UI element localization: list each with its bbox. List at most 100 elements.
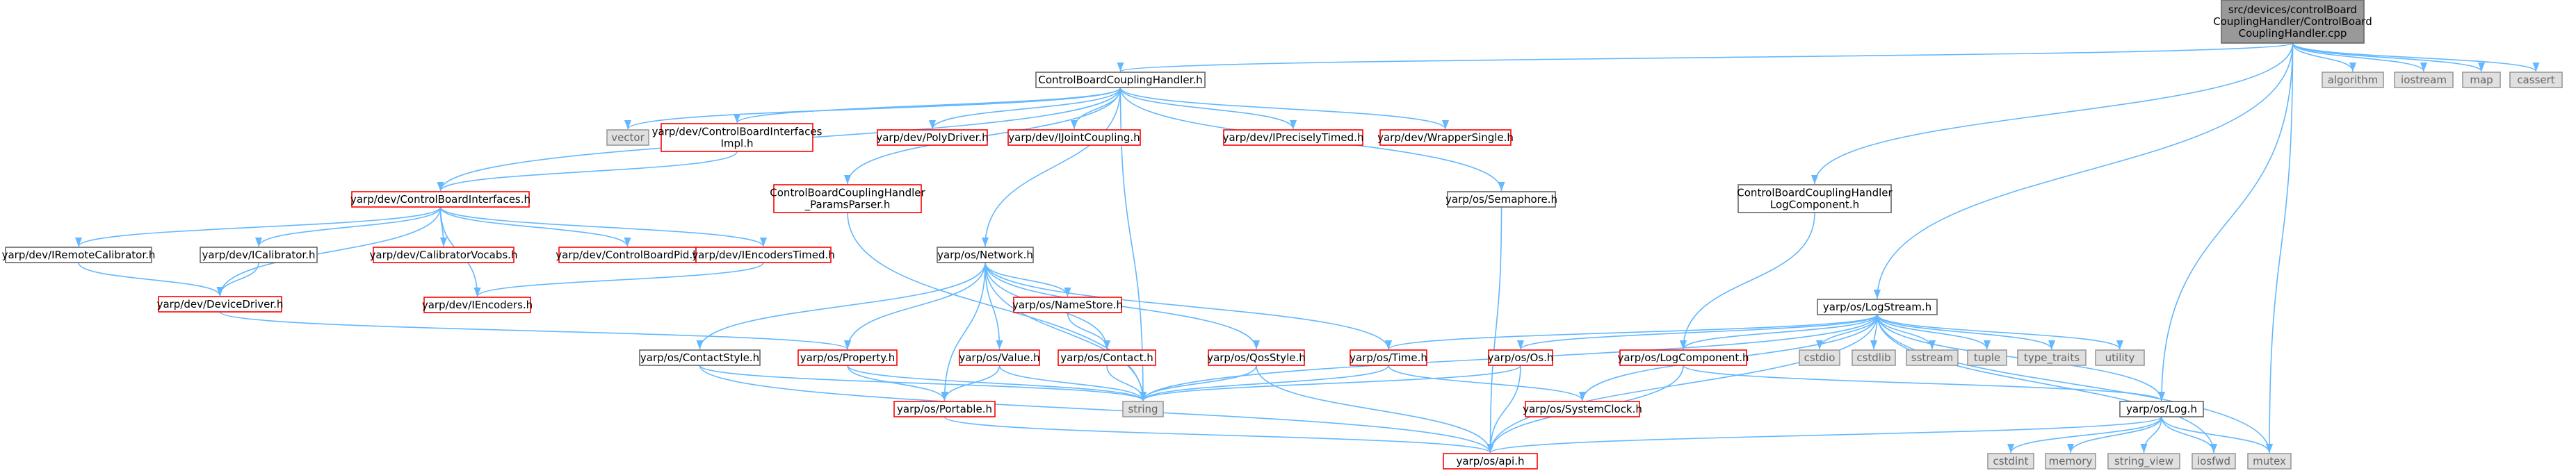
- node-time[interactable]: yarp/os/Time.h: [1350, 349, 1427, 366]
- edge-logcomp_h-to-logcomponent: [1679, 212, 1815, 350]
- node-label: yarp/os/api.h: [1456, 455, 1524, 467]
- edge-logstream-to-logcomponent: [1680, 314, 1878, 350]
- node-string: string: [1122, 401, 1164, 417]
- node-calibvocabs[interactable]: yarp/dev/CalibratorVocabs.h: [370, 247, 518, 263]
- node-label: string: [1128, 403, 1158, 415]
- node-cbpid[interactable]: yarp/dev/ControlBoardPid.h: [556, 247, 699, 263]
- edge-cbi-to-cbpid: [439, 206, 631, 247]
- node-label: cassert: [2517, 74, 2554, 86]
- node-box: [2119, 401, 2204, 417]
- node-map: map: [2462, 72, 2501, 88]
- node-box: [1223, 129, 1363, 146]
- node-box: [1447, 191, 1556, 208]
- node-label: yarp/os/NameStore.h: [1012, 299, 1123, 311]
- edge-cbiimpl-to-cbi: [437, 151, 738, 192]
- edge-logstream-to-type_traits: [1877, 314, 2055, 350]
- node-logcomp_h[interactable]: ControlBoardCouplingHandlerLogComponent.…: [1737, 184, 1893, 213]
- edge-root-to-iostream: [2292, 42, 2427, 72]
- node-box: [606, 129, 649, 146]
- node-box: [2192, 453, 2236, 470]
- node-api[interactable]: yarp/os/api.h: [1443, 453, 1538, 470]
- node-label: string_view: [2114, 455, 2173, 468]
- edge-network-to-string: [985, 262, 1147, 401]
- node-label: yarp/os/Contact.h: [1060, 351, 1153, 364]
- node-iostream: iostream: [2394, 72, 2454, 88]
- edge-root-to-logstream: [1873, 42, 2294, 299]
- node-memory: memory: [2045, 453, 2096, 470]
- node-box: [877, 129, 988, 146]
- edge-root-to-cbch: [1117, 42, 2294, 72]
- node-root[interactable]: src/devices/controlBoardCouplingHandler/…: [2213, 0, 2372, 44]
- node-cbch[interactable]: ControlBoardCouplingHandler.h: [1035, 72, 1206, 88]
- edge-root-to-mutex: [2265, 42, 2294, 454]
- node-label: yarp/dev/IRemoteCalibrator.h: [2, 249, 156, 261]
- node-cbi[interactable]: yarp/dev/ControlBoardInterfaces.h: [350, 191, 530, 208]
- node-box: [639, 349, 761, 366]
- edge-logstream-to-time: [1385, 314, 1878, 350]
- node-log[interactable]: yarp/os/Log.h: [2119, 401, 2204, 417]
- node-os[interactable]: yarp/os/Os.h: [1488, 349, 1554, 366]
- node-qosstyle[interactable]: yarp/os/QosStyle.h: [1207, 349, 1306, 366]
- node-cassert: cassert: [2509, 72, 2563, 88]
- node-box: [893, 401, 996, 417]
- node-tuple: tuple: [1967, 349, 2007, 366]
- node-value[interactable]: yarp/os/Value.h: [959, 349, 1040, 366]
- node-network[interactable]: yarp/os/Network.h: [937, 247, 1034, 263]
- node-iencoderstimed[interactable]: yarp/dev/IEncodersTimed.h: [692, 247, 835, 263]
- node-namestore[interactable]: yarp/os/NameStore.h: [1012, 297, 1123, 313]
- edge-network-to-portable: [941, 262, 986, 401]
- node-contact[interactable]: yarp/os/Contact.h: [1058, 349, 1156, 366]
- edge-logstream-to-tuple: [1877, 314, 1991, 350]
- edge-cbi-to-iencoderstimed: [439, 206, 767, 247]
- node-contactstyle[interactable]: yarp/os/ContactStyle.h: [639, 349, 761, 366]
- edge-qosstyle-to-api: [1256, 365, 1494, 454]
- node-label: tuple: [1974, 351, 2000, 364]
- node-portable[interactable]: yarp/os/Portable.h: [893, 401, 996, 417]
- node-box: [2394, 72, 2454, 88]
- edge-logcomponent-to-log: [1683, 365, 2165, 401]
- node-logcomponent[interactable]: yarp/os/LogComponent.h: [1617, 349, 1749, 366]
- node-iprecisely[interactable]: yarp/dev/IPreciselyTimed.h: [1223, 129, 1364, 146]
- edge-os-to-string: [1140, 365, 1521, 401]
- node-ijoint[interactable]: yarp/dev/IJointCoupling.h: [1007, 129, 1141, 146]
- node-icalib[interactable]: yarp/dev/ICalibrator.h: [200, 247, 318, 263]
- node-cstdlib: cstdlib: [1852, 349, 1896, 366]
- edge-cbch-to-cbiimpl: [734, 87, 1121, 124]
- node-polydriver[interactable]: yarp/dev/PolyDriver.h: [876, 129, 989, 146]
- node-label: yarp/os/Semaphore.h: [1445, 193, 1557, 206]
- node-label: yarp/dev/ControlBoardInterfaces.h: [350, 193, 530, 206]
- node-label: yarp/dev/IEncoders.h: [422, 299, 533, 311]
- node-box: [1906, 349, 1959, 366]
- node-systemclock[interactable]: yarp/os/SystemClock.h: [1523, 401, 1642, 417]
- edge-network-to-namestore: [985, 262, 1071, 297]
- node-label: src/devices/controlBoard: [2228, 3, 2357, 16]
- node-logstream[interactable]: yarp/os/LogStream.h: [1817, 299, 1938, 315]
- node-wrapper[interactable]: yarp/dev/WrapperSingle.h: [1377, 129, 1514, 146]
- edge-cbch-to-wrapper: [1119, 87, 1449, 130]
- node-label: yarp/os/LogStream.h: [1823, 301, 1931, 313]
- node-label: yarp/dev/CalibratorVocabs.h: [370, 249, 518, 261]
- node-box: [661, 123, 813, 152]
- node-iencoders[interactable]: yarp/dev/IEncoders.h: [422, 297, 533, 313]
- node-label: iostream: [2401, 74, 2447, 86]
- node-box: [373, 247, 515, 263]
- edge-time-to-string: [1140, 365, 1389, 401]
- node-devicedriver[interactable]: yarp/dev/DeviceDriver.h: [157, 296, 284, 313]
- node-label: CouplingHandler/ControlBoard: [2213, 15, 2372, 28]
- node-paramsparser[interactable]: ControlBoardCouplingHandler_ParamsParser…: [770, 184, 926, 213]
- edge-property-to-portable: [847, 365, 948, 401]
- node-label: iosfwd: [2197, 455, 2230, 467]
- node-property[interactable]: yarp/os/Property.h: [797, 349, 898, 366]
- node-semaphore[interactable]: yarp/os/Semaphore.h: [1445, 191, 1557, 208]
- node-label: yarp/os/Log.h: [2126, 403, 2197, 415]
- node-box: [1443, 453, 1538, 470]
- node-label: sstream: [1911, 351, 1953, 364]
- edge-network-to-property: [843, 262, 986, 350]
- node-iremote[interactable]: yarp/dev/IRemoteCalibrator.h: [2, 247, 156, 263]
- node-label: ControlBoardCouplingHandler: [770, 187, 925, 199]
- node-label: yarp/dev/DeviceDriver.h: [157, 298, 284, 310]
- node-vector: vector: [606, 129, 649, 146]
- edge-log-to-memory: [2067, 416, 2162, 454]
